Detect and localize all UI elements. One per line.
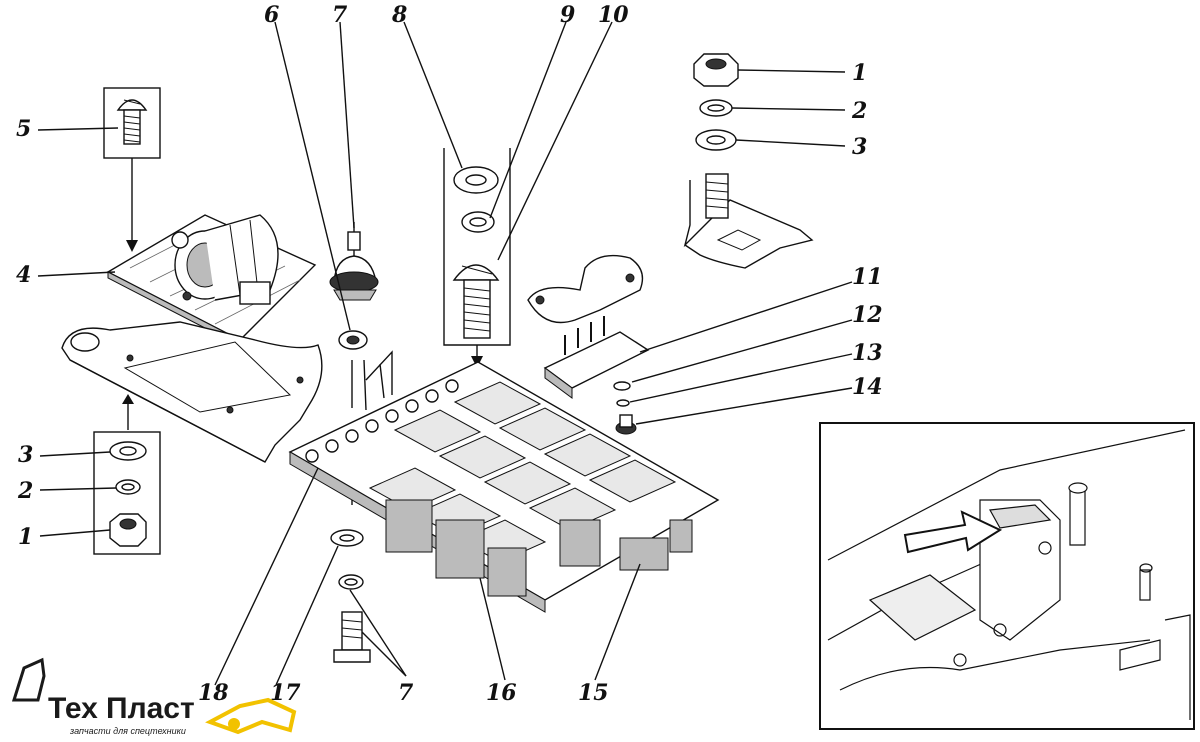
fuse-blocks-underside — [385, 499, 693, 597]
spring-washer-part-2-left — [115, 479, 141, 495]
location-inset — [819, 422, 1195, 730]
wheel-icon — [228, 718, 240, 730]
nut-part-6 — [338, 330, 368, 350]
washer-part-3-top — [695, 129, 737, 151]
callout-9: 9 — [560, 2, 575, 28]
callout-7-bottom: 7 — [398, 680, 414, 706]
relay-assembly — [61, 87, 323, 555]
loader-arm-icon — [205, 697, 297, 735]
spring-washer-part-2-top — [699, 99, 733, 117]
relay-plate-part-4 — [106, 214, 317, 347]
upper-right-fasteners — [683, 53, 814, 269]
callout-7-top: 7 — [332, 2, 348, 28]
callout-1-left: 1 — [18, 524, 33, 550]
screw-stack — [443, 148, 511, 368]
callout-2-top: 2 — [851, 98, 867, 124]
callout-16: 16 — [486, 680, 517, 706]
switch-part-7 — [329, 222, 379, 301]
callout-15: 15 — [578, 680, 609, 706]
bracket-base — [61, 321, 323, 463]
callout-8: 8 — [391, 2, 407, 28]
terminal-block-assembly — [527, 254, 650, 435]
nut-part-1-left — [109, 513, 147, 547]
screw-part-10 — [452, 264, 500, 339]
callout-12: 12 — [852, 302, 883, 328]
callout-3-top: 3 — [852, 134, 867, 160]
fuse-panel-part-18 — [288, 361, 720, 613]
callout-5: 5 — [16, 116, 31, 142]
screw-part-5 — [116, 99, 148, 145]
washer-part-12 — [613, 381, 631, 391]
callout-14: 14 — [852, 374, 883, 400]
logo-brand-prefix: Тех — [48, 692, 98, 725]
spring-washer-part-13 — [616, 399, 630, 407]
terminal-block-part-11 — [543, 316, 650, 399]
callout-2-left: 2 — [17, 478, 33, 504]
callout-18: 18 — [198, 680, 229, 706]
lower-fasteners — [330, 529, 371, 663]
bolt-part-7-bottom — [333, 611, 371, 663]
panel-holes — [305, 379, 459, 463]
location-arrow-icon — [903, 510, 1003, 554]
nut-part-1-top — [693, 53, 739, 87]
logo-brand-suffix: Пласт — [106, 692, 195, 725]
washer-part-8 — [453, 166, 499, 194]
callout-11: 11 — [852, 264, 883, 290]
logo-tagline: запчасти для спецтехники — [69, 726, 186, 736]
bolt-part-14 — [615, 414, 637, 435]
brand-logo: Тех Пласт запчасти для спецтехники — [11, 657, 297, 736]
callout-1-top: 1 — [852, 60, 867, 86]
washer-part-3-left — [109, 441, 147, 461]
spring-washer-part-9 — [461, 211, 495, 233]
callout-labels: 5 4 6 7 8 9 10 1 2 3 11 12 13 14 3 2 1 1… — [16, 2, 883, 706]
callout-10: 10 — [598, 2, 629, 28]
callout-13: 13 — [852, 340, 883, 366]
spring-washer-part-7-bottom — [338, 574, 364, 590]
leader-lines — [37, 21, 853, 686]
callout-4: 4 — [16, 262, 31, 288]
washer-part-17 — [330, 529, 364, 547]
excavator-icon — [11, 657, 46, 702]
callout-3-left: 3 — [18, 442, 33, 468]
callout-6: 6 — [264, 2, 279, 28]
